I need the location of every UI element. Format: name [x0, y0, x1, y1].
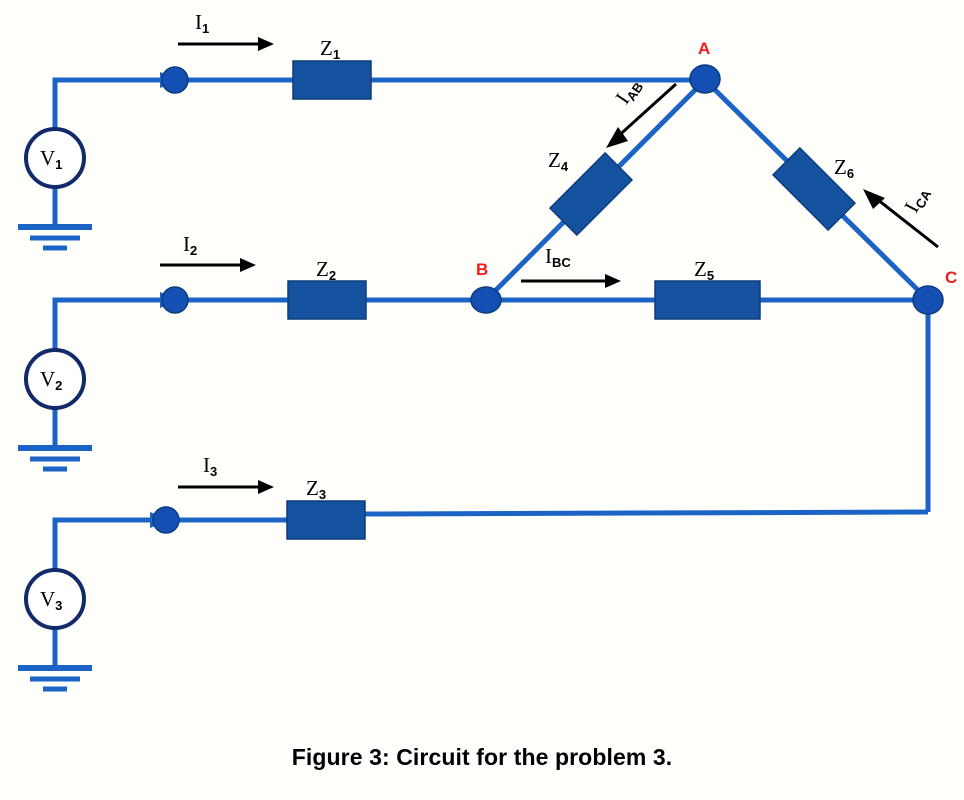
- node-dot-c: [912, 285, 944, 315]
- ground-symbol-v2: [18, 445, 92, 472]
- impedance-label-z1: Z1: [320, 36, 341, 62]
- current-arrow-i3: [178, 480, 274, 494]
- node-dot-a: [689, 64, 721, 94]
- voltage-source-v2: [24, 348, 86, 410]
- branch-3-wires: [52, 301, 931, 666]
- impedance-z6-box: [771, 146, 857, 232]
- node-label-a: A: [698, 39, 711, 58]
- current-arrow-ica: [863, 189, 939, 249]
- impedance-label-z4: Z4: [548, 148, 569, 174]
- node-dot-b: [470, 286, 502, 314]
- source-label-v1: V1: [40, 146, 63, 172]
- ground-symbol-v3: [18, 665, 92, 692]
- junction-dot-1: [161, 66, 189, 94]
- node-label-b: B: [476, 260, 489, 279]
- current-label-ibc: IBC: [545, 244, 571, 270]
- impedance-z1-box: [292, 60, 372, 100]
- ground-symbol-v1: [18, 224, 92, 251]
- current-arrow-iab: [606, 82, 678, 148]
- current-arrow-i1: [178, 37, 274, 51]
- junction-dot-3: [152, 506, 180, 534]
- branch-2-wires: [52, 292, 486, 446]
- node-label-c: C: [945, 268, 958, 287]
- impedance-z2-box: [287, 280, 367, 320]
- current-label-i2: I2: [183, 232, 198, 258]
- current-arrow-ibc: [521, 274, 621, 288]
- current-arrow-i2: [160, 258, 256, 272]
- figure-caption: Figure 3: Circuit for the problem 3.: [291, 744, 673, 770]
- junction-dot-2: [161, 286, 189, 314]
- current-label-i1: I1: [195, 10, 210, 36]
- source-label-v2: V2: [40, 367, 63, 393]
- impedance-z3-box: [286, 500, 366, 540]
- impedance-z4-box: [548, 151, 634, 237]
- impedance-label-z3: Z3: [306, 476, 327, 502]
- impedance-label-z5: Z5: [694, 257, 715, 283]
- voltage-source-v3: [24, 568, 86, 630]
- impedance-z5-box: [654, 280, 761, 320]
- voltage-source-v1: [24, 127, 86, 189]
- impedance-label-z2: Z2: [316, 257, 337, 283]
- source-label-v3: V3: [40, 587, 63, 613]
- impedance-label-z6: Z6: [834, 155, 855, 181]
- current-label-i3: I3: [203, 453, 218, 479]
